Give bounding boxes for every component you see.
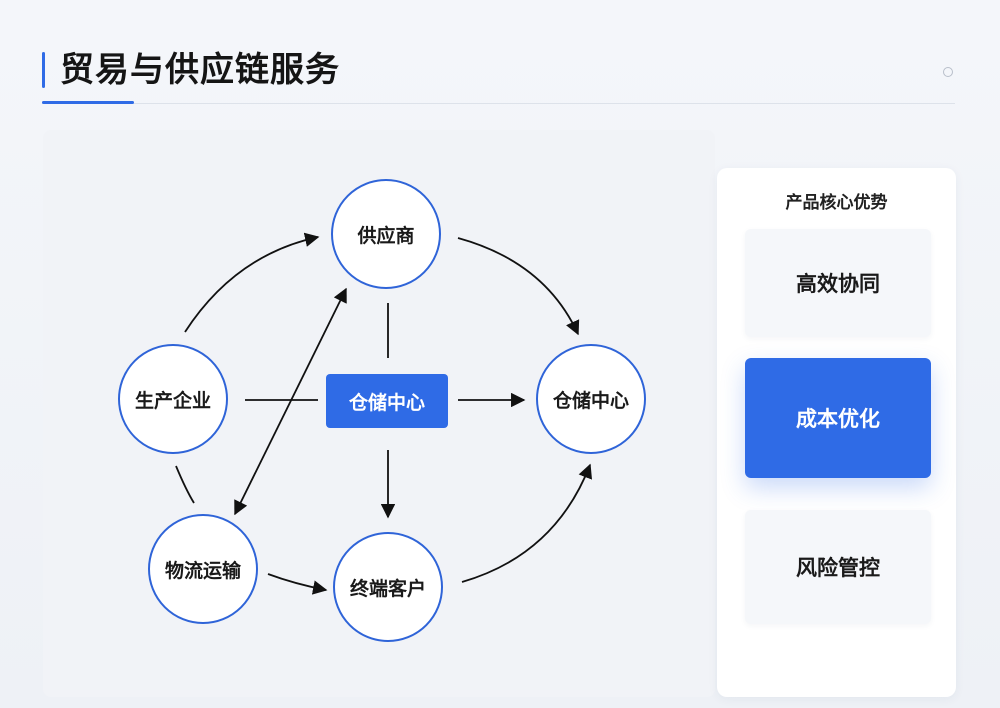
hub-warehouse-center: 仓储中心: [326, 374, 448, 428]
page-title: 贸易与供应链服务: [60, 50, 340, 90]
node-warehouse: 仓储中心: [536, 344, 646, 454]
card-risk-control[interactable]: 风险管控: [745, 510, 931, 624]
arrow-supplier-to-warehouse: [457, 237, 580, 336]
title-accent-bar: [42, 52, 45, 88]
node-customer: 终端客户: [333, 532, 443, 642]
card-cost-optimization[interactable]: 成本优化: [745, 358, 931, 478]
card-efficient-collaboration[interactable]: 高效协同: [745, 229, 931, 337]
title-divider: [42, 103, 955, 104]
panel-title: 产品核心优势: [785, 193, 888, 213]
arrow-manufacturer-to-supplier: [184, 232, 320, 333]
line-manufacturer-to-logistics: [175, 465, 195, 504]
arrow-customer-to-warehouse: [461, 463, 593, 583]
arrow-logistics-to-customer: [267, 573, 328, 595]
node-manufacturer: 生产企业: [118, 344, 228, 454]
arrow-logistics-supplier: [234, 287, 347, 516]
title-underline-accent: [42, 101, 134, 104]
node-logistics: 物流运输: [148, 514, 258, 624]
node-supplier: 供应商: [331, 179, 441, 289]
circle-dot-icon[interactable]: [943, 67, 953, 77]
